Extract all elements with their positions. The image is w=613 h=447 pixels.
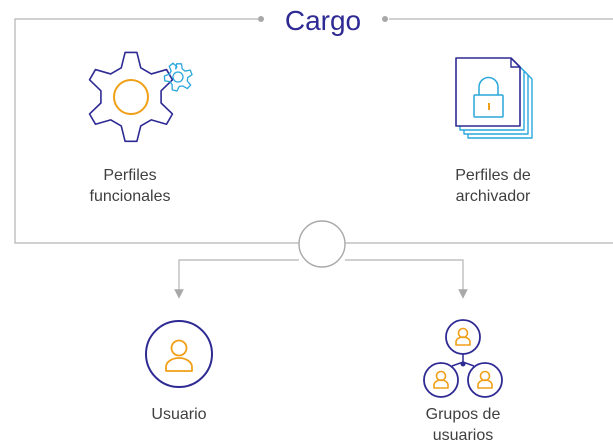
junction-circle [298, 220, 346, 268]
locked-documents-icon [455, 57, 533, 139]
gear-icon [88, 51, 174, 143]
branch-connectors [174, 259, 468, 299]
user-groups-line1: Grupos de [425, 406, 501, 423]
user-label: Usuario [151, 406, 207, 423]
frame-dot-left [258, 16, 264, 22]
functional-profiles-label: Perfiles funcionales [55, 165, 205, 207]
cargo-frame [14, 18, 613, 244]
user-groups-label: Grupos de usuarios [388, 404, 538, 446]
filer-profiles-line2: archivador [455, 188, 531, 205]
user-group-icon [423, 319, 503, 398]
functional-profiles-line1: Perfiles [103, 167, 157, 184]
small-gear-icon [163, 62, 193, 92]
user-icon [145, 320, 213, 388]
functional-profiles-line2: funcionales [89, 188, 171, 205]
filer-profiles-label: Perfiles de archivador [418, 165, 568, 207]
diagram-title: Cargo [270, 6, 376, 36]
user-groups-line2: usuarios [432, 427, 494, 444]
frame-dot-right [382, 16, 388, 22]
filer-profiles-line1: Perfiles de [455, 167, 531, 184]
